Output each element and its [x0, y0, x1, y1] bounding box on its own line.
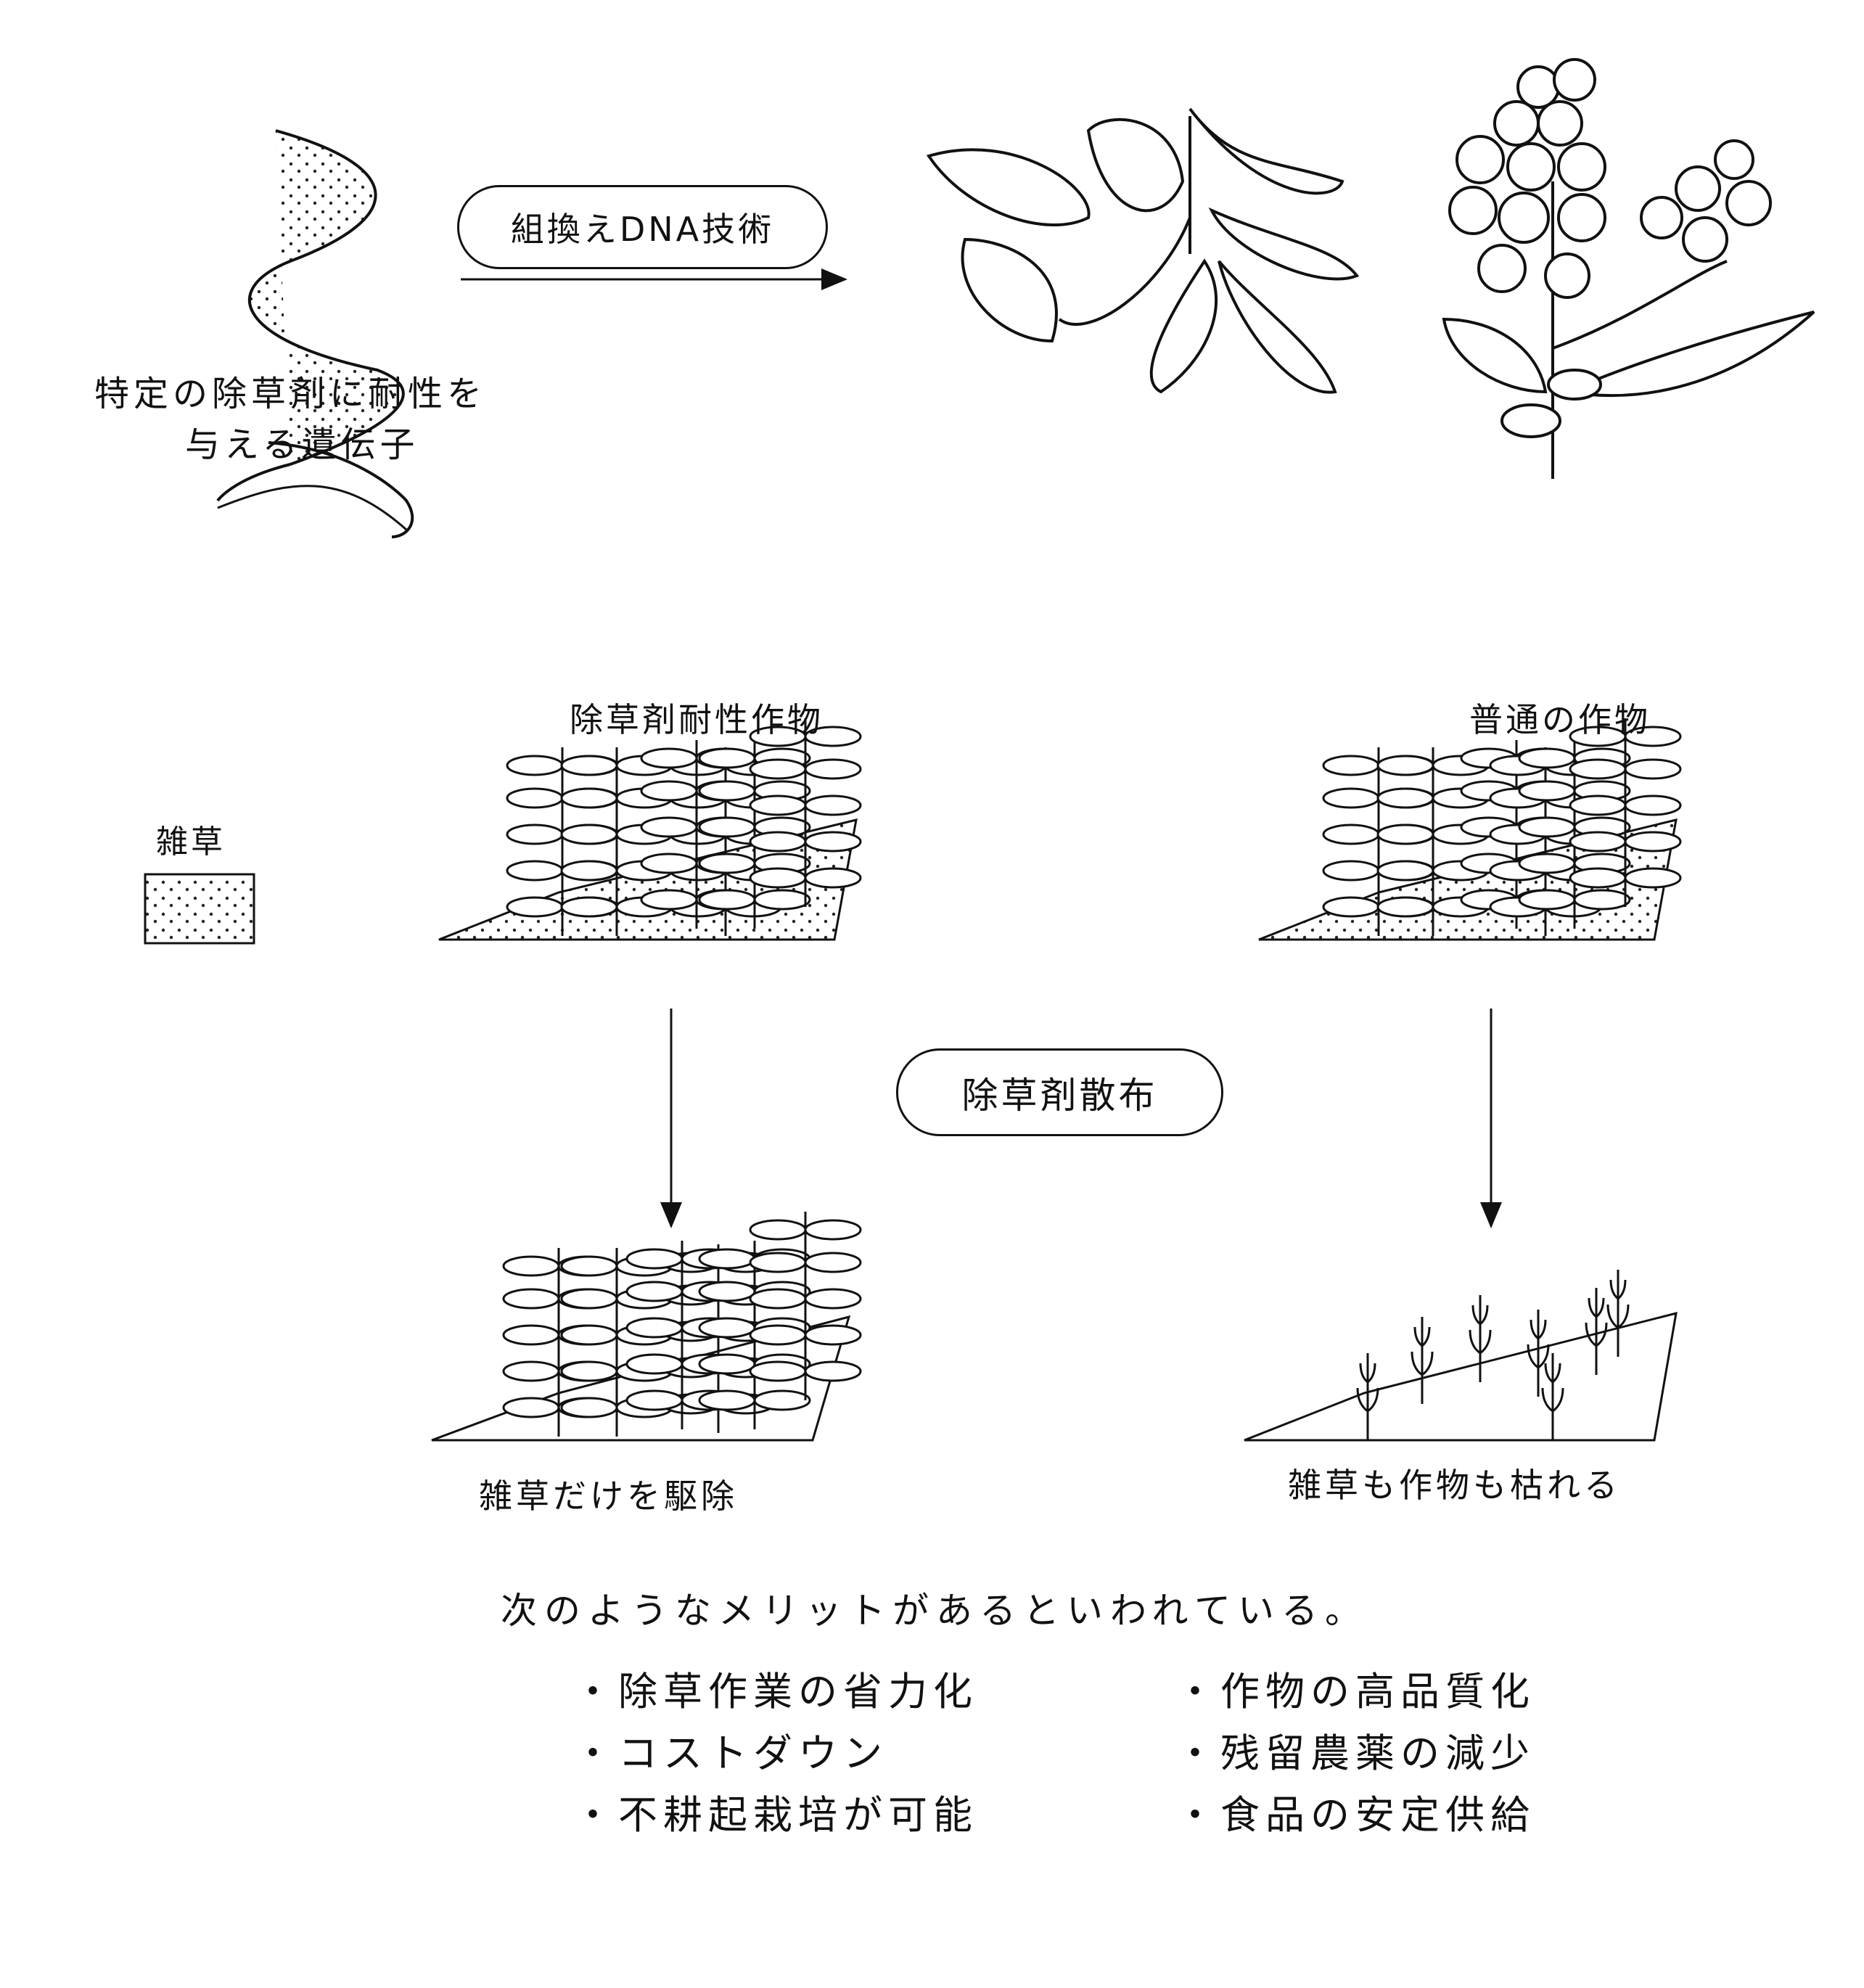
technique-label: 組換えDNA技術: [510, 210, 775, 249]
rapeseed-plant-icon: [1442, 58, 1815, 479]
merit-right-1: ・作物の高品質化: [1175, 1669, 1535, 1714]
merit-left-1: ・除草作業の省力化: [573, 1669, 978, 1714]
dna-helix-icon: [216, 129, 414, 538]
merit-right-3: ・食品の安定供給: [1175, 1792, 1535, 1838]
tolerant-field-after: [431, 1212, 861, 1442]
tolerant-crop-label: 除草剤耐性作物: [570, 700, 824, 739]
merit-left-2: ・コストダウン: [573, 1730, 888, 1776]
gene-label-line2: 与える遺伝子: [185, 424, 419, 465]
tolerant-result-label: 雑草だけを駆除: [479, 1476, 738, 1516]
weed-legend-swatch: [144, 873, 255, 945]
weed-legend-label: 雑草: [156, 823, 226, 860]
normal-field-before: [1258, 718, 1680, 941]
gene-label-line1: 特定の除草剤に耐性を: [94, 374, 487, 414]
spray-label: 除草剤散布: [961, 1074, 1158, 1117]
spray-pill: 除草剤散布: [896, 1048, 1223, 1136]
soybean-plant-icon: [926, 107, 1360, 394]
tolerant-field-before: [438, 718, 861, 941]
normal-field-after: [1244, 1268, 1678, 1442]
technique-pill: 組換えDNA技術: [457, 185, 828, 269]
merits-intro: 次のようなメリットがあるといわれている。: [501, 1590, 1368, 1632]
normal-crop-label: 普通の作物: [1469, 700, 1651, 739]
normal-result-label: 雑草も作物も枯れる: [1288, 1466, 1621, 1505]
merit-left-3: ・不耕起栽培が可能: [573, 1792, 978, 1838]
merit-right-2: ・残留農薬の減少: [1175, 1730, 1535, 1776]
